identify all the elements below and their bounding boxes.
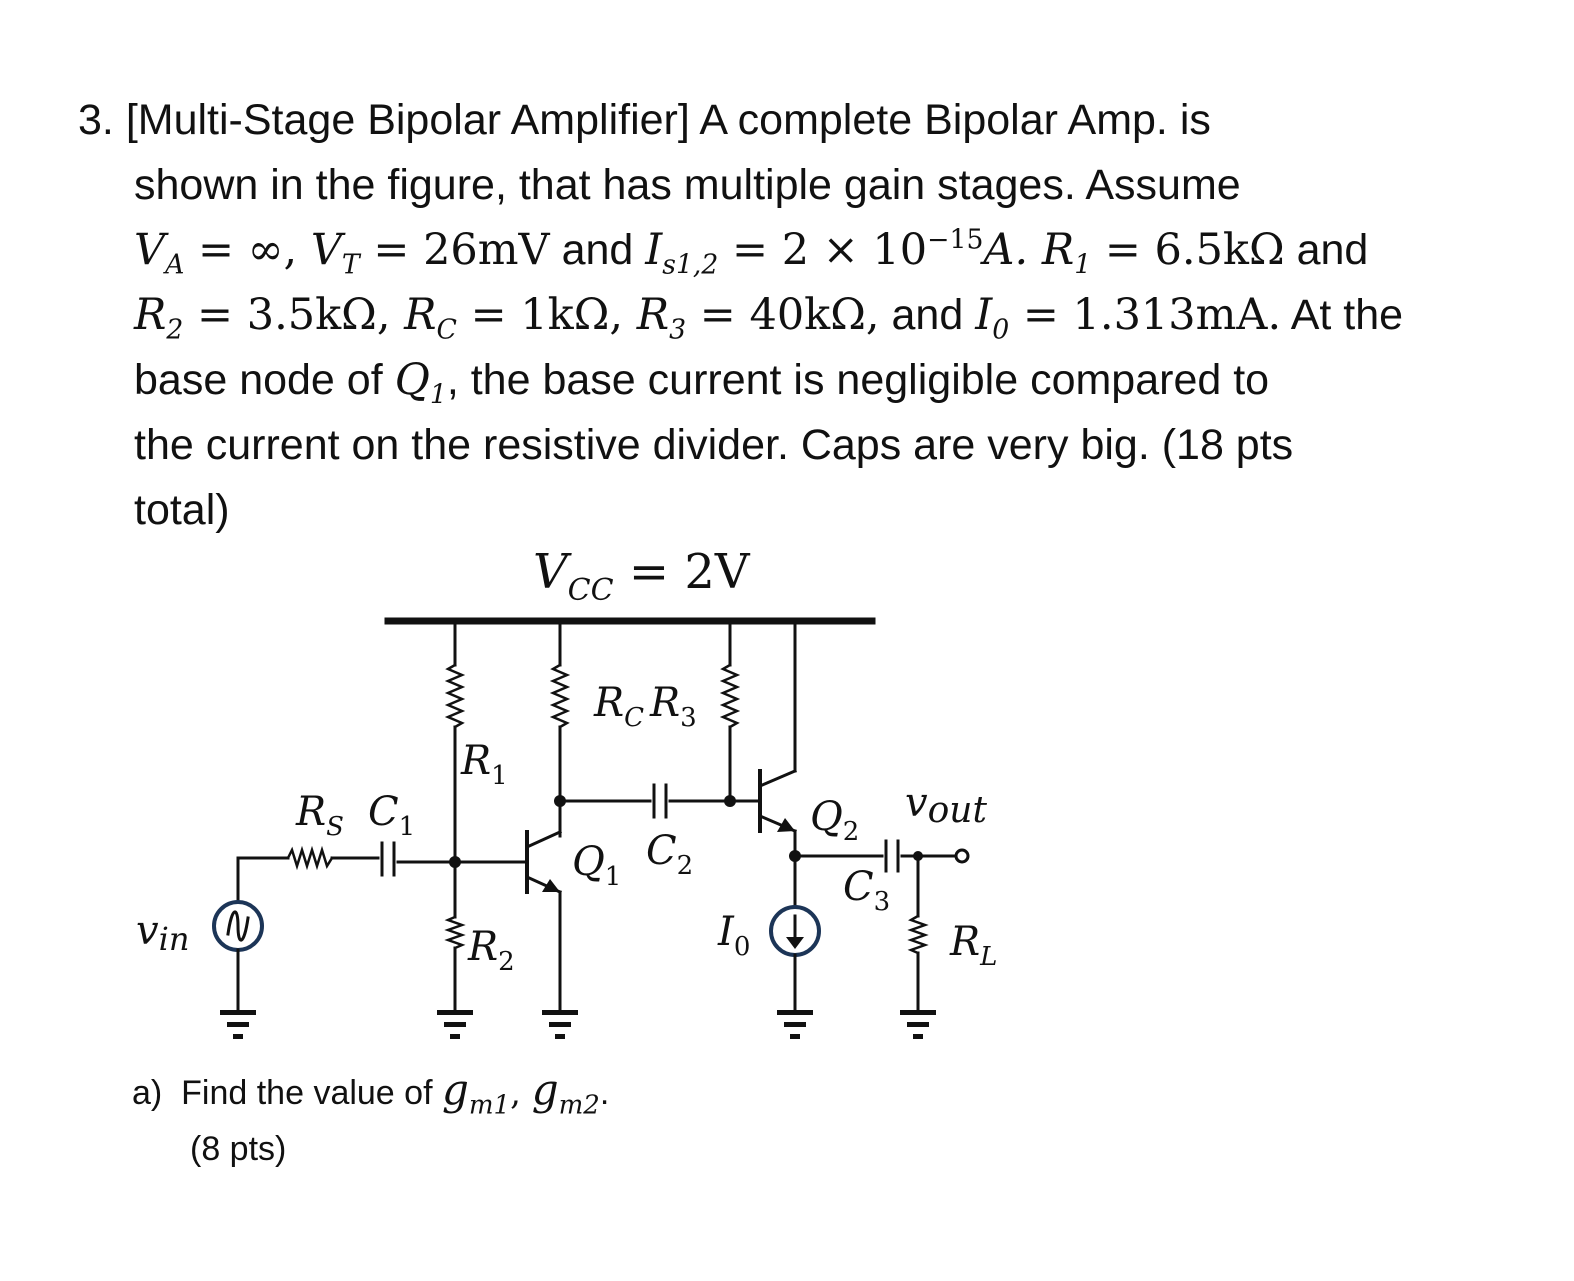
problem-text: base node of (134, 356, 395, 404)
period: . (599, 1074, 610, 1112)
part-a-label: a) (132, 1074, 163, 1112)
r1-symbol: R1 (1041, 225, 1092, 281)
q2-label: Q2 (810, 794, 859, 847)
q2-emitter-arrow (777, 818, 795, 832)
ground-icon (220, 1010, 256, 1039)
problem-text: A complete Bipolar Amp. is (699, 96, 1211, 144)
io-value: = 1.313mA. (1009, 290, 1282, 340)
rl-resistor (907, 914, 929, 955)
rc-resistor (549, 663, 571, 729)
ground-symbols (220, 1010, 936, 1039)
gm2-symbol: gm2 (531, 1065, 600, 1121)
rc-value: = 1kΩ, (456, 290, 637, 340)
r3-resistor (719, 663, 741, 729)
output-terminal (954, 848, 970, 864)
rs-resistor (286, 845, 334, 871)
q1-emitter-arrow (542, 879, 560, 892)
vt-symbol: VT (310, 225, 360, 281)
problem-line-4: R2 = 3.5kΩ, RC = 1kΩ, R3 = 40kΩ, and I0 … (78, 283, 1518, 348)
separator: , (510, 1073, 532, 1113)
junction-dot (913, 851, 923, 861)
problem-line-5: base node of Q1, the base current is neg… (78, 348, 1518, 413)
r1-label: R1 (460, 738, 508, 791)
part-a: a) Find the value of gm1, gm2. (8 pts) (132, 1062, 932, 1177)
q1-collector (525, 830, 562, 849)
io-symbol: I0 (975, 290, 1010, 346)
c2-label: C2 (646, 828, 693, 881)
problem-line-7: total) (134, 486, 230, 534)
rc-label: RC (593, 680, 644, 733)
r2-symbol: R2 (134, 290, 184, 346)
problem-text: At the (1281, 291, 1404, 339)
ground-icon (777, 1010, 813, 1039)
problem-title: [Multi-Stage Bipolar Amplifier] (125, 96, 690, 144)
q1-symbol: Q1 (394, 355, 447, 411)
r1-resistor (444, 663, 466, 729)
va-symbol: VA (134, 225, 185, 281)
problem-line-6: the current on the resistive divider. Ca… (134, 421, 1294, 469)
part-a-text: Find the value of (181, 1074, 442, 1112)
r3-symbol: R3 (636, 290, 687, 346)
rc-symbol: RC (404, 290, 457, 346)
current-arrowhead (786, 937, 804, 949)
is-unit: A. (983, 225, 1042, 275)
part-a-question: a) Find the value of gm1, gm2. (132, 1062, 932, 1121)
problem-line-2: shown in the figure, that has multiple g… (134, 161, 1241, 209)
rl-label: RL (949, 919, 997, 972)
c1-label: C1 (368, 789, 415, 842)
r3-label: R3 (649, 680, 697, 733)
conjunction: and (1284, 226, 1369, 274)
problem-number: 3. (78, 96, 114, 144)
io-label: I0 (717, 909, 750, 962)
conjunction: and (879, 291, 976, 339)
rs-label: RS (295, 789, 344, 842)
vt-value: = 26mV (359, 225, 550, 275)
r2-label: R2 (467, 924, 515, 977)
gm1-symbol: gm1 (441, 1065, 511, 1121)
is-symbol: Is1,2 (645, 225, 719, 281)
problem-line-1: 3. [Multi-Stage Bipolar Amplifier] A com… (78, 88, 1518, 153)
circuit-schematic: VCC = 2V RC R3 R1 RS C1 Q1 C2 Q2 vout C3… (136, 544, 997, 1039)
circuit-labels: VCC = 2V RC R3 R1 RS C1 Q1 C2 Q2 vout C3… (136, 544, 997, 977)
q1-label: Q1 (572, 839, 621, 892)
r1-value: = 6.5kΩ (1091, 225, 1285, 275)
va-value: = ∞, (184, 225, 311, 275)
problem-text: , the base current is negligible compare… (446, 356, 1270, 404)
r2-value: = 3.5kΩ, (183, 290, 405, 340)
vout-label: vout (905, 780, 987, 831)
r2-resistor (444, 915, 466, 950)
ground-icon (437, 1010, 473, 1039)
problem-line-3: VA = ∞, VT = 26mV and Is1,2 = 2 × 10−15A… (78, 218, 1518, 283)
c3-label: C3 (843, 864, 890, 917)
conjunction: and (549, 226, 646, 274)
vin-label: vin (136, 908, 189, 958)
sine-wave-icon (226, 910, 250, 942)
problem-statement: 3. [Multi-Stage Bipolar Amplifier] A com… (78, 88, 1518, 543)
ground-icon (542, 1010, 578, 1039)
ground-icon (900, 1010, 936, 1039)
r3-value: = 40kΩ, (686, 290, 880, 340)
part-a-points: (8 pts) (190, 1130, 287, 1168)
vcc-label: VCC = 2V (533, 544, 751, 608)
q2-collector (758, 769, 797, 788)
is-value: = 2 × 10−15 (718, 224, 984, 275)
